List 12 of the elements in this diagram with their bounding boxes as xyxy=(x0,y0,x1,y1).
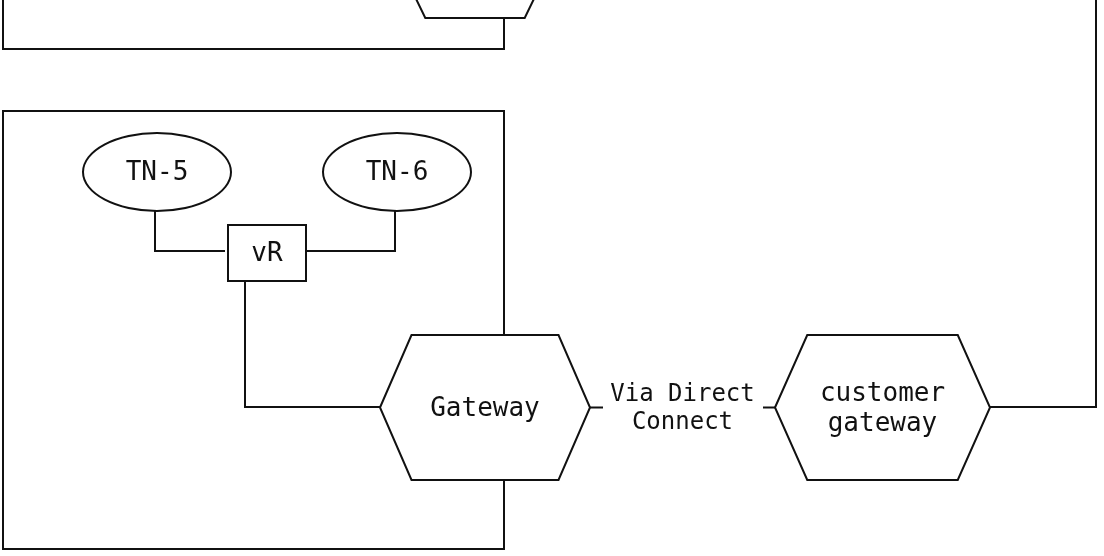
network-ellipse xyxy=(322,132,472,212)
node-label: Gateway xyxy=(429,392,541,423)
connector-line xyxy=(304,209,396,252)
node-label: TN-6 xyxy=(364,157,430,187)
node-label: customer gateway xyxy=(818,377,947,438)
node-label: vR xyxy=(250,238,284,268)
router-box xyxy=(227,224,307,282)
node-label: TN-5 xyxy=(124,157,190,187)
connector-line xyxy=(989,0,1097,408)
network-ellipse xyxy=(82,132,232,212)
connector-line xyxy=(154,209,226,252)
connector-line xyxy=(244,279,381,408)
